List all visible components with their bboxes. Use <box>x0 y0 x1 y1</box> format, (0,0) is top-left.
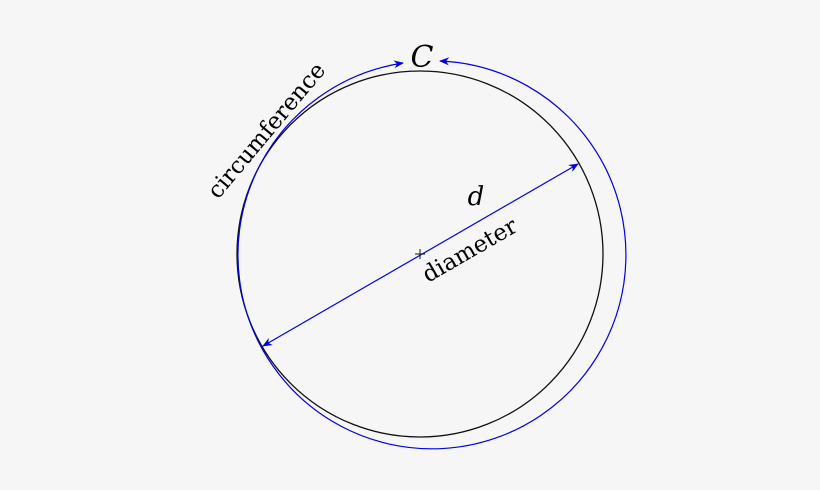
center-marker-icon <box>415 249 425 259</box>
circumference-arc <box>237 57 627 450</box>
diameter-symbol: d <box>468 182 485 212</box>
diameter-label: diameter <box>418 213 522 288</box>
circle <box>236 70 604 438</box>
circumference-label: circumference <box>203 58 331 204</box>
circumference-symbol: C <box>411 40 434 75</box>
